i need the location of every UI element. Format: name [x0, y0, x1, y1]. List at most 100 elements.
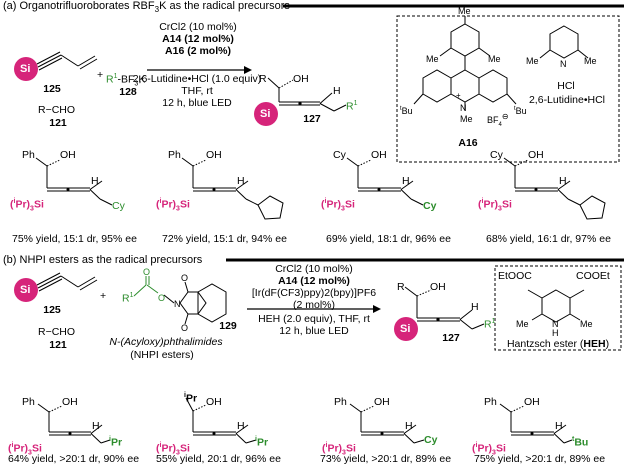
product-b1-top: Ph [22, 396, 35, 408]
product-b3-sub: Cy [424, 434, 438, 446]
conditions-a-below: 2,6-Lutidine•HCl (1.0 equiv) THF, rt 12 … [132, 73, 262, 109]
product-b-R: R [397, 281, 405, 293]
product-b4-top: Ph [484, 396, 497, 408]
nhpi-o-carbonyl: O [143, 267, 151, 277]
product-b2-sub: iPr [255, 436, 269, 449]
inset-a-me-left: Me [426, 54, 439, 64]
product-b-OH: OH [430, 281, 446, 293]
product-b1-bonds [37, 403, 111, 444]
product-a3-h: H [402, 175, 410, 187]
nhpi-n: N [174, 299, 181, 309]
inset-a-lutidine-label: 2,6-Lutidine•HCl [528, 94, 606, 106]
compound-128: 128 [119, 86, 137, 98]
panel-a-header: (a) Organotrifluoroborates RBF3K as the … [3, 0, 290, 15]
product-b1-sub: iPr [109, 436, 123, 449]
product-a4-yield: 68% yield, 16:1 dr, 97% ee [486, 233, 611, 245]
product-a1-sub: Cy [112, 200, 125, 212]
product-a1-h: H [91, 175, 99, 187]
product-b2-yield: 55% yield, 20:1 dr, 96% ee [156, 453, 281, 465]
product-a1-yield: 75% yield, 15:1 dr, 95% ee [12, 233, 137, 245]
product-b-H: H [471, 301, 479, 313]
compound-125a: 125 [43, 83, 61, 95]
product-a2-bonds [181, 157, 284, 220]
nhpi-o-bottom: O [181, 323, 189, 333]
si-circle-127a [254, 102, 278, 126]
product-b4-silyl: (iPr)3Si [472, 442, 506, 457]
product-b-R1: R1 [484, 318, 496, 331]
product-a3-bonds [346, 157, 424, 206]
product-b3-h: H [405, 420, 413, 432]
product-a1-bonds [35, 157, 113, 206]
inset-a-box [396, 15, 620, 163]
inset-a-n: N [460, 103, 467, 113]
si-circle-125b [14, 278, 38, 302]
inset-a-nme: Me [460, 114, 473, 124]
inset-a-label-a16: A16 [458, 137, 478, 149]
heh-me-right: Me [580, 319, 593, 329]
nhpi-caption-2: (NHPI esters) [130, 349, 194, 361]
product-a1-top: Ph [22, 149, 35, 161]
inset-b-box [494, 265, 622, 351]
product-a1-oh: OH [60, 149, 76, 161]
conditions-b-above: CrCl2 (10 mol%) A14 (12 mol%) [Ir(dF(CF3… [251, 263, 377, 311]
inset-a-me-right: Me [488, 54, 501, 64]
inset-a-tbu-right: tBu [514, 106, 527, 116]
product-b3-oh: OH [374, 396, 390, 408]
product-b3-yield: 73% yield, >20:1 dr, 89% ee [320, 453, 452, 465]
compound-127b: 127 [442, 332, 460, 344]
product-a3-yield: 69% yield, 18:1 dr, 96% ee [326, 233, 451, 245]
product-b3-bonds [349, 403, 425, 444]
r1bf3k-reagent: R1-BF3K [106, 73, 146, 88]
si-label-127b: Si [400, 323, 411, 335]
product-a-R: R [259, 73, 267, 85]
conditions-a-above: CrCl2 (10 mol%) A14 (12 mol%) A16 (2 mol… [159, 21, 237, 57]
inset-a-lut-n: N [560, 59, 567, 69]
product-a2-oh: OH [206, 149, 222, 161]
panel-b-header: (b) NHPI esters as the radical precursor… [3, 254, 203, 266]
rcho-a: R−CHO [38, 104, 76, 116]
inset-a-tbu-left: tBu [400, 106, 413, 116]
product-b4-oh: OH [524, 396, 540, 408]
conditions-b-below: HEH (2.0 equiv), THF, rt 12 h, blue LED [258, 313, 370, 337]
nhpi-o-ester: O [158, 293, 166, 303]
product-b3-silyl: (iPr)3Si [322, 442, 356, 457]
nhpi-r1: R1 [122, 292, 134, 305]
product-b2-oh: OH [206, 396, 222, 408]
inset-a-me-top: Me [458, 6, 471, 16]
product-a3-oh: OH [371, 149, 387, 161]
nhpi-o-top: O [181, 273, 189, 283]
heh-n: N [552, 319, 559, 329]
product-b2-bonds [185, 397, 257, 444]
product-b4-h: H [555, 420, 563, 432]
product-a4-silyl: (iPr)3Si [478, 198, 512, 213]
product-a2-h: H [237, 175, 245, 187]
nhpi-caption-1: N-(Acyloxy)phthalimides [109, 336, 223, 348]
heh-caption: Hantzsch ester (HEH) [506, 338, 610, 350]
product-a2-silyl: (iPr)3Si [156, 198, 190, 213]
product-a1-silyl: (iPr)3Si [10, 198, 44, 213]
inset-a-lut-me-right: Me [584, 56, 597, 66]
rcho-b: R−CHO [38, 326, 76, 338]
product-a4-h: H [559, 175, 567, 187]
plus-a: + [97, 69, 104, 81]
inset-a-hcl: HCl [557, 80, 575, 92]
inset-a-bf4: BF4⊖ [487, 112, 509, 128]
product-a2-yield: 72% yield, 15:1 dr, 94% ee [162, 233, 287, 245]
product-b2-silyl: (iPr)3Si [156, 442, 190, 457]
product-b1-h: H [92, 420, 100, 432]
product-a2-top: Ph [168, 149, 181, 161]
plus-b: + [100, 290, 107, 302]
product-a-H: H [333, 85, 341, 97]
si-label-125a: Si [20, 63, 31, 75]
product-b3-top: Ph [334, 396, 347, 408]
product-b2-top: iPr [184, 392, 198, 405]
product-a3-sub: Cy [423, 200, 437, 212]
product-b2-h: H [237, 420, 245, 432]
product-a-OH: OH [293, 73, 309, 85]
product-a3-top: Cy [333, 149, 346, 161]
heh-right-ester: COOEt [576, 270, 610, 282]
si-circle-127b [394, 317, 418, 341]
heh-left-ester: EtOOC [498, 270, 532, 282]
si-circle-125a [14, 57, 38, 81]
inset-a-lut-me-left: Me [526, 56, 539, 66]
